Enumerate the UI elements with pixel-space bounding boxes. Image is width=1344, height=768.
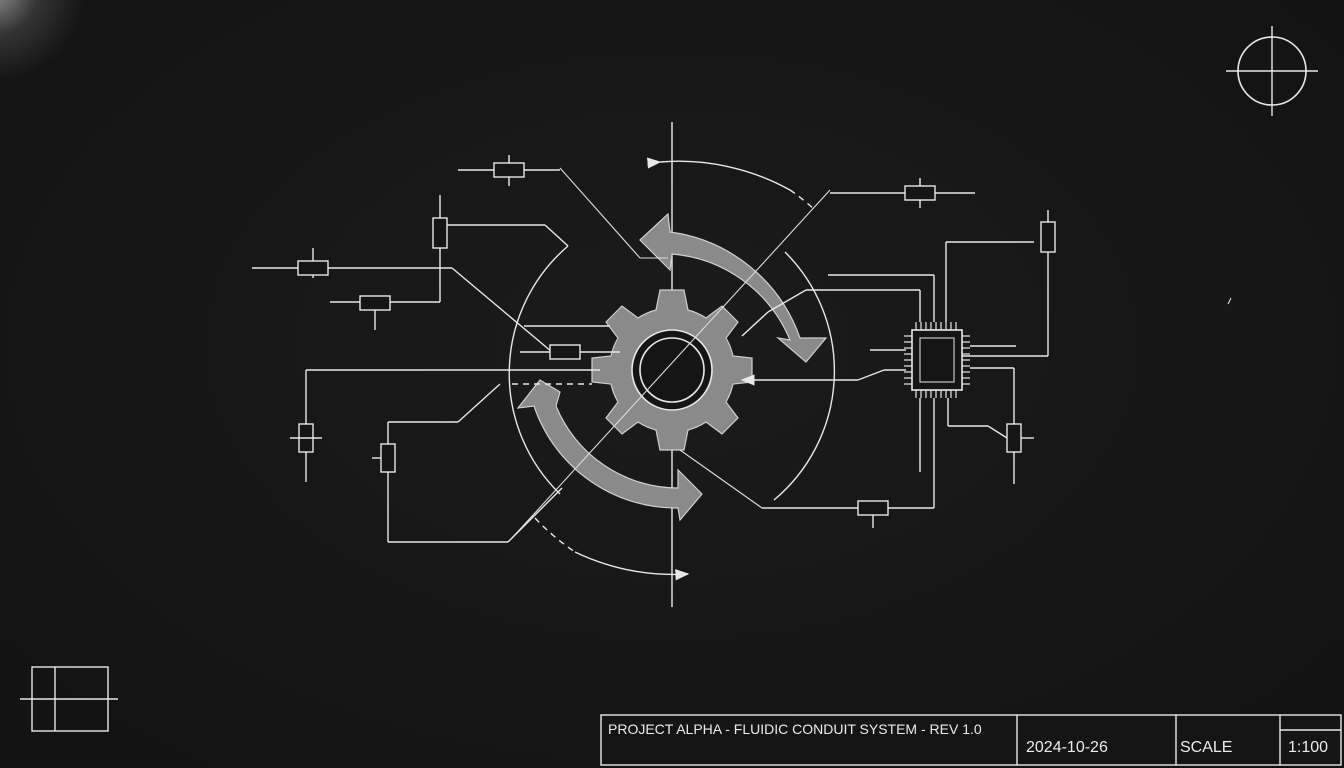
- resistor-icon: [945, 210, 1056, 357]
- resistor-icon: [458, 155, 560, 186]
- leader-top: [559, 167, 641, 259]
- resistor-icon: [252, 248, 553, 353]
- chip-trace-3: [741, 311, 769, 337]
- flow-arrow-lower: [516, 379, 703, 522]
- project-title: PROJECT ALPHA - FLUIDIC CONDUIT SYSTEM -…: [608, 721, 982, 737]
- top-arc-arrow: [646, 157, 791, 191]
- flow-arrow-upper: [639, 212, 828, 363]
- top-arc-dash: [789, 189, 816, 211]
- resistor-icon: [290, 369, 600, 482]
- chip-trace-3b: [767, 289, 807, 313]
- chip-trace-5: [857, 369, 885, 381]
- crosshair-circle-icon: [1226, 26, 1318, 116]
- scale-value: 1:100: [1288, 739, 1328, 756]
- resistor-icon: [432, 195, 569, 302]
- tick-mark: [1227, 297, 1232, 305]
- gear-icon: [591, 289, 753, 451]
- leader-bottom-diag: [679, 449, 763, 509]
- title-block: PROJECT ALPHA - FLUIDIC CONDUIT SYSTEM -…: [600, 714, 1342, 766]
- bottom-arc-arrow: [574, 551, 690, 581]
- diagonal-line-a: [511, 189, 831, 539]
- outer-arc-left: [508, 245, 569, 495]
- resistor-icon: [947, 368, 1034, 484]
- outer-arc-right: [773, 251, 836, 501]
- resistor-icon: [520, 325, 620, 360]
- microchip-icon: [904, 322, 970, 398]
- resistor-icon: [830, 178, 975, 208]
- resistor-icon: [372, 383, 563, 543]
- bottom-arc-dash: [534, 517, 576, 553]
- frame-corner-icon: [20, 666, 118, 732]
- resistor-icon: [762, 500, 934, 528]
- resistor-icon: [330, 295, 440, 330]
- drawing-date: 2024-10-26: [1026, 739, 1108, 756]
- scale-label: SCALE: [1180, 739, 1232, 756]
